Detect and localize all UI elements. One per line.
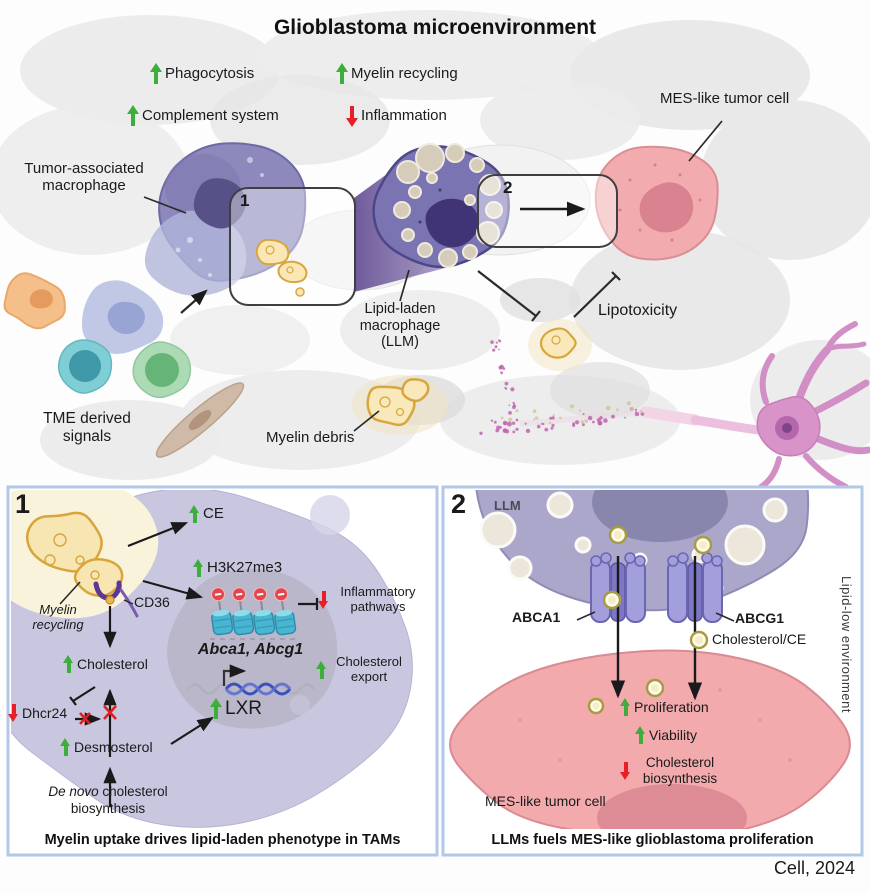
up-arrow-icon (635, 725, 646, 745)
label-lipotoxicity: Lipotoxicity (598, 302, 678, 319)
label-viability: Viability (635, 725, 697, 745)
up-arrow-icon (316, 660, 327, 680)
label-mes-tumor-cell: MES-like tumor cell (660, 90, 790, 107)
cholesterol-particles (587, 525, 713, 715)
label-inflammatory-pathways: Inflammatory pathways (318, 584, 424, 615)
label-mes-tumor-cell-p2: MES-like tumor cell (485, 793, 606, 809)
label-abca1-abcg1-genes: Abca1, Abcg1 (197, 641, 304, 658)
panel-1-artwork (11, 490, 434, 852)
inset-box-1 (229, 187, 356, 306)
label-ce: CE (189, 504, 224, 524)
label-myelin-recycling-p1: Myelin recycling (32, 602, 84, 632)
lipid-laden-macrophage-cell (372, 143, 510, 269)
axon-debris-dots (479, 407, 645, 435)
label-tam: Tumor-associated macrophage (24, 160, 144, 195)
label-lipid-low-environment: Lipid-low environment (838, 576, 854, 713)
nucleus-panel1 (167, 568, 338, 729)
label-complement-system: Complement system (127, 104, 279, 128)
panel-1-caption: Myelin uptake drives lipid-laden phenoty… (44, 832, 401, 848)
journal-credit: Cell, 2024 (773, 858, 855, 878)
label-cholesterol: Cholesterol (63, 654, 148, 674)
down-arrow-icon (346, 104, 358, 128)
label-abcg1: ABCG1 (735, 610, 785, 626)
label-cholesterol-ce: Cholesterol/CE (712, 631, 807, 647)
label-cd36: CD36 (134, 594, 170, 610)
label-phagocytosis: Phagocytosis (150, 62, 254, 86)
label-inflammation: Inflammation (346, 104, 447, 128)
down-arrow-icon (620, 761, 631, 781)
neuron (479, 321, 870, 490)
label-de-novo-biosynthesis: De novo cholesterol biosynthesis (48, 784, 168, 816)
up-arrow-icon (150, 62, 162, 86)
abcg1-transporter (667, 552, 723, 623)
up-arrow-icon (189, 504, 200, 524)
histones-h3k27me3 (210, 587, 298, 640)
label-tme-signals: TME derived signals (43, 410, 131, 445)
lipid-droplets (479, 491, 788, 595)
tumor-associated-macrophage-cell (144, 142, 307, 296)
up-arrow-icon (60, 737, 71, 757)
up-arrow-icon (620, 697, 631, 717)
figure-title: Glioblastoma microenvironment (273, 16, 597, 39)
label-desmosterol: Desmosterol (60, 737, 153, 757)
inset-box-2 (477, 174, 618, 248)
label-abca1: ABCA1 (512, 609, 561, 625)
tissue-background (0, 10, 870, 480)
label-proliferation: Proliferation (620, 697, 709, 717)
label-myelin-recycling: Myelin recycling (336, 62, 458, 86)
up-arrow-icon (127, 104, 139, 128)
panel-2-caption-strip (446, 829, 859, 852)
panel-2-caption: LLMs fuels MES-like glioblastoma prolife… (491, 832, 814, 848)
mes-cell-panel2 (449, 649, 851, 840)
cd36-receptor (93, 580, 122, 601)
up-arrow-icon (210, 697, 222, 721)
label-llm: Lipid-laden macrophage (LLM) (359, 301, 441, 351)
label-myelin-debris: Myelin debris (266, 429, 355, 446)
llm-nucleus-panel2 (592, 490, 728, 542)
up-arrow-icon (193, 558, 204, 578)
label-cholesterol-export: Cholesterol export (316, 654, 408, 685)
label-cholesterol-biosynthesis: Cholesterol biosynthesis (620, 755, 726, 786)
step-1-number: 1 (240, 191, 250, 210)
blocked-pathway-x (79, 705, 117, 725)
step-2-number: 2 (503, 178, 513, 197)
fibroblast-cell (155, 382, 245, 458)
label-llm-p2: LLM (494, 498, 521, 513)
label-dhcr24: Dhcr24 (8, 703, 67, 723)
up-arrow-icon (336, 62, 348, 86)
tme-cells (3, 272, 245, 458)
engulfed-myelin (255, 238, 308, 297)
down-arrow-icon (8, 703, 19, 723)
mes-tumor-cell (594, 145, 719, 261)
overview-connectors (143, 120, 723, 432)
gene-promoter-dna (187, 664, 315, 696)
label-lxr: LXR (210, 697, 262, 721)
up-arrow-icon (63, 654, 74, 674)
panel-1-number: 1 (15, 489, 31, 519)
down-arrow-icon (318, 590, 329, 610)
label-h3k27me3: H3K27me3 (193, 558, 282, 578)
panel-2-number: 2 (451, 489, 467, 519)
panel-2-artwork (446, 490, 859, 852)
myelin-debris-blobs (352, 319, 592, 435)
panel-1-caption-strip (11, 829, 434, 852)
